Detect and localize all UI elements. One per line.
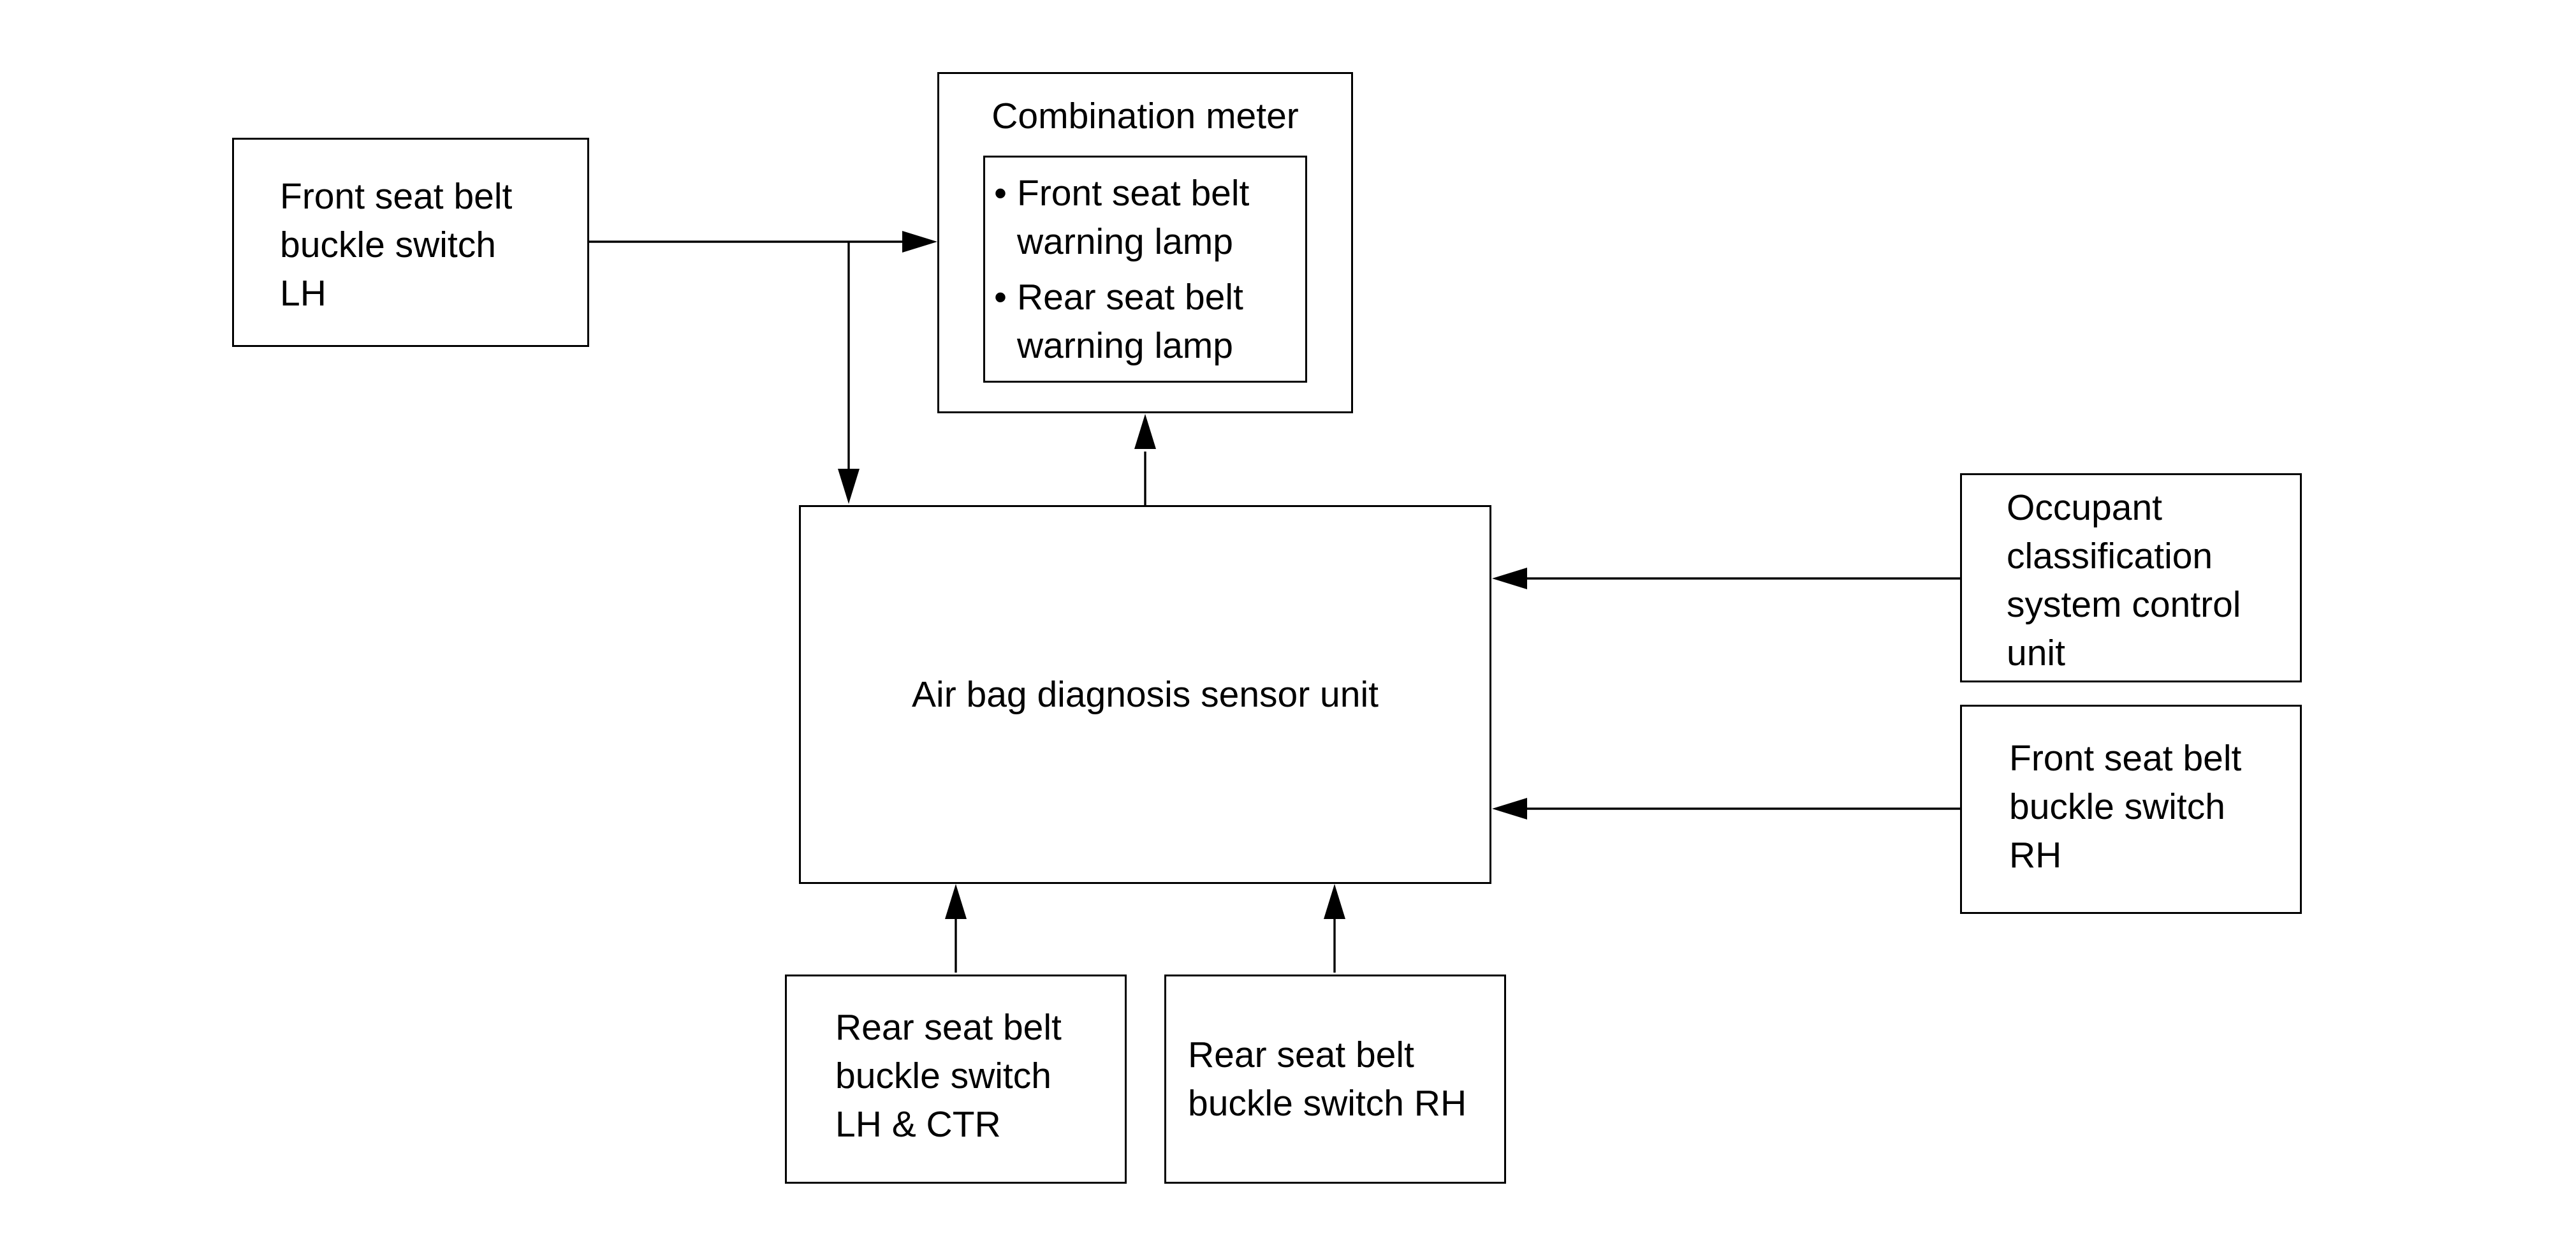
rear-seat-belt-buckle-switch-rh-box: Rear seat belt buckle switch RH xyxy=(1164,975,1506,1184)
occupant-classification-system-control-unit-box: Occupant classification system control u… xyxy=(1960,473,2302,682)
label-line: buckle switch xyxy=(2009,786,2225,827)
label-line: buckle switch xyxy=(280,224,496,265)
label-line: warning lamp xyxy=(1017,325,1233,366)
front-seat-belt-warning-lamp-text: Front seat belt warning lamp xyxy=(1017,169,1249,266)
label-line: Occupant xyxy=(2007,487,2162,528)
label-line: warning lamp xyxy=(1017,221,1233,262)
arrowhead-left-front-rh xyxy=(1492,798,1527,820)
label-line: LH xyxy=(280,273,326,314)
label-line: RH xyxy=(2009,835,2062,876)
label-line: Rear seat belt xyxy=(1188,1034,1414,1075)
label-line: buckle switch RH xyxy=(1188,1083,1467,1124)
arrowhead-right-to-meter xyxy=(902,231,937,253)
bullet: • xyxy=(994,277,1007,318)
arrowhead-up-to-meter xyxy=(1134,414,1156,449)
label-line: classification xyxy=(2007,536,2213,577)
label-line: Front seat belt xyxy=(2009,738,2242,779)
label-line: Front seat belt xyxy=(1017,173,1250,214)
label-line: buckle switch xyxy=(835,1056,1051,1096)
label-line: Rear seat belt xyxy=(1017,277,1243,318)
rear-seat-belt-buckle-switch-rh-label: Rear seat belt buckle switch RH xyxy=(1188,1031,1467,1128)
arrowhead-up-rear-lh-ctr xyxy=(945,884,967,919)
label-line: Front seat belt xyxy=(280,176,513,217)
arrowhead-up-rear-rh xyxy=(1324,884,1345,919)
occupant-classification-label: Occupant classification system control u… xyxy=(2007,483,2241,677)
arrowhead-left-occupant xyxy=(1492,568,1527,589)
rear-seat-belt-buckle-switch-lh-ctr-label: Rear seat belt buckle switch LH & CTR xyxy=(835,1003,1062,1149)
front-seat-belt-buckle-switch-lh-label: Front seat belt buckle switch LH xyxy=(280,172,512,318)
warning-lamp-list-box: • Front seat belt warning lamp • Rear se… xyxy=(983,156,1307,383)
front-seat-belt-buckle-switch-rh-label: Front seat belt buckle switch RH xyxy=(2009,734,2241,879)
air-bag-diagnosis-sensor-unit-box: Air bag diagnosis sensor unit xyxy=(799,505,1491,884)
air-bag-diagnosis-sensor-unit-label: Air bag diagnosis sensor unit xyxy=(912,674,1379,715)
combination-meter-box: Combination meter • Front seat belt warn… xyxy=(937,72,1353,413)
label-line: unit xyxy=(2007,633,2065,673)
label-line: system control xyxy=(2007,584,2241,625)
label-line: Rear seat belt xyxy=(835,1007,1062,1048)
label-line: LH & CTR xyxy=(835,1104,1001,1145)
bullet: • xyxy=(994,173,1007,214)
arrowhead-down-to-airbag xyxy=(838,469,860,504)
front-seat-belt-buckle-switch-rh-box: Front seat belt buckle switch RH xyxy=(1960,705,2302,914)
rear-seat-belt-buckle-switch-lh-ctr-box: Rear seat belt buckle switch LH & CTR xyxy=(785,975,1127,1184)
combination-meter-title: Combination meter xyxy=(992,96,1299,136)
rear-seat-belt-warning-lamp-text: Rear seat belt warning lamp xyxy=(1017,273,1243,370)
front-seat-belt-buckle-switch-lh-box: Front seat belt buckle switch LH xyxy=(232,138,589,347)
